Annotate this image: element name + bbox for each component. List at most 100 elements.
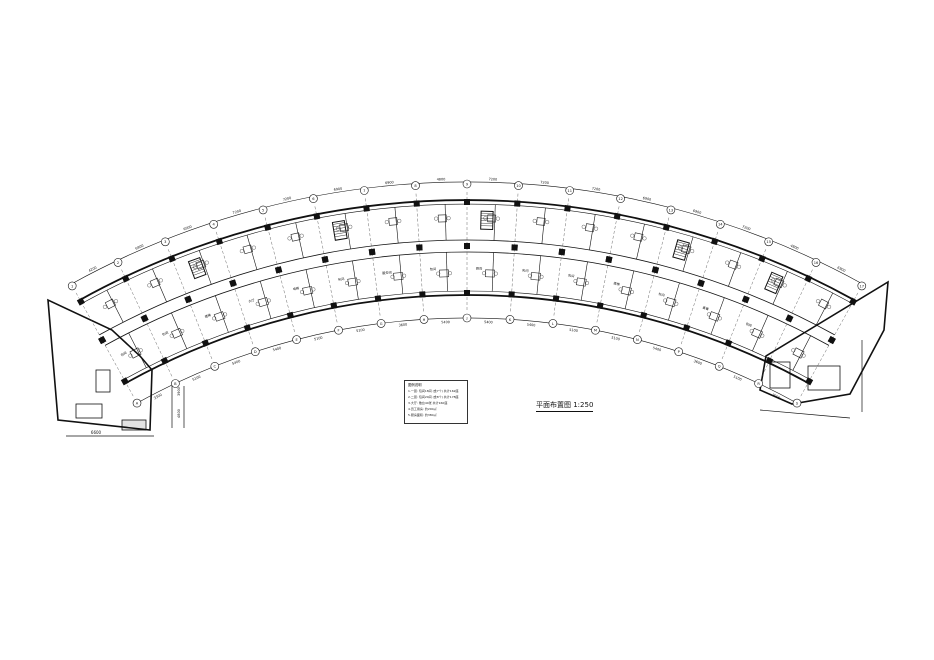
chair	[630, 233, 635, 238]
dining-table-outer	[290, 232, 301, 242]
plan-label-layer: 6600 3900 4800	[91, 387, 181, 435]
dimension-outer: 6900	[642, 196, 651, 202]
structural-column	[511, 244, 518, 251]
stair-tread	[192, 268, 204, 274]
dimension-inner: 5100	[314, 336, 323, 342]
legend-row: 1.一层: 包间18间 (含7个) 共计162座	[408, 389, 459, 393]
axis-bubble-outer	[113, 258, 123, 267]
structural-column	[596, 302, 604, 310]
axis-label-inner: B	[174, 382, 177, 386]
chair	[678, 245, 683, 250]
room-label: 包间	[745, 321, 753, 328]
dim-left-bottom: 6600	[91, 430, 102, 435]
dining-table-outer	[104, 298, 116, 310]
axis-bubble-inner	[792, 398, 802, 408]
chair	[447, 271, 452, 276]
axis-bubble-outer	[462, 179, 472, 189]
dimension-outer: 4200	[88, 266, 98, 273]
structural-column	[741, 295, 750, 304]
dimension-inner: 5400	[527, 323, 536, 328]
room-partition	[815, 292, 834, 326]
structural-column	[710, 237, 719, 246]
chair	[287, 236, 292, 241]
structural-column	[514, 200, 521, 207]
dining-table-inner	[751, 327, 763, 339]
dining-table-inner	[302, 285, 314, 296]
chair	[663, 298, 668, 303]
room-label: 电梯	[292, 285, 300, 291]
structural-column	[120, 377, 129, 386]
chair	[138, 348, 143, 353]
legend-title: 图例说明	[408, 383, 422, 387]
chair	[169, 333, 174, 338]
dimension-outer: 6900	[837, 266, 847, 273]
axis-label-outer: 2	[117, 261, 119, 265]
chair	[816, 299, 821, 304]
structural-column	[662, 223, 671, 231]
stair-tread	[768, 278, 781, 284]
axis-label-inner: K	[509, 318, 512, 322]
dim-line-right-wing	[759, 409, 851, 419]
stair-tread	[766, 285, 778, 291]
room-label: 楼梯	[204, 312, 212, 319]
axis-label-outer: 13	[669, 208, 674, 212]
chair	[397, 218, 402, 223]
axis-bubble-outer	[161, 237, 170, 247]
stair-core	[187, 256, 207, 280]
structural-column	[243, 324, 252, 332]
axis-bubble-inner	[334, 325, 343, 335]
stair-tread	[677, 241, 689, 246]
chair	[827, 304, 832, 309]
structural-column	[724, 339, 733, 347]
room-partition	[589, 214, 596, 250]
axis-label-outer: 7	[363, 189, 365, 193]
axis-bubble-inner	[462, 313, 472, 323]
dimension-inner: 3900	[771, 393, 781, 400]
structural-column	[758, 254, 766, 263]
room-partition	[344, 213, 351, 250]
dimension-inner: 5400	[272, 346, 281, 352]
dining-table-inner	[129, 347, 142, 359]
axis-label-inner: H	[423, 318, 426, 322]
axis-bubble-outer	[309, 194, 318, 203]
chair	[311, 287, 316, 292]
stair-tread	[332, 222, 345, 225]
dimension-inner: 3600	[398, 323, 407, 328]
room-label: 服务间	[382, 269, 392, 275]
drawing-title: 平面布置图 1:250	[536, 400, 594, 412]
chair	[223, 312, 228, 317]
axis-bubble-outer	[514, 181, 523, 190]
room-label: 楼梯	[613, 280, 621, 286]
chair	[192, 264, 197, 269]
axis-label-inner: E	[295, 338, 298, 342]
dimension-outer: 6900	[385, 180, 394, 185]
chair	[436, 271, 441, 276]
axis-label-inner: D	[254, 350, 257, 354]
dining-table-inner	[708, 311, 721, 322]
room-label: 厨房	[476, 266, 483, 271]
dining-table-inner	[575, 277, 587, 287]
axis-label-inner: C	[214, 365, 217, 369]
room-partition	[536, 255, 541, 295]
chair	[402, 273, 407, 278]
axis-bubble-outer	[715, 220, 725, 229]
dimension-outer: 7200	[742, 225, 751, 232]
dining-table-outer	[585, 223, 595, 233]
axis-label-outer: 16	[814, 261, 819, 265]
dining-table-outer	[536, 217, 546, 226]
stair-tread	[334, 232, 347, 235]
axis-bubble-outer	[565, 186, 575, 195]
axis-label-outer: 8	[414, 184, 417, 188]
room-partition	[728, 252, 742, 287]
axis-bubble-inner	[591, 325, 600, 335]
chair	[532, 218, 537, 223]
axis-label-inner: A	[136, 402, 139, 406]
dining-table-outer	[633, 232, 644, 242]
dimension-outer: 6900	[333, 187, 342, 192]
structural-column	[682, 324, 691, 332]
room-partition	[152, 268, 167, 303]
axis-label-outer: 15	[766, 240, 771, 244]
axis-bubble-outer	[666, 205, 676, 215]
chair	[801, 353, 806, 358]
axis-label-inner: P	[678, 350, 681, 354]
